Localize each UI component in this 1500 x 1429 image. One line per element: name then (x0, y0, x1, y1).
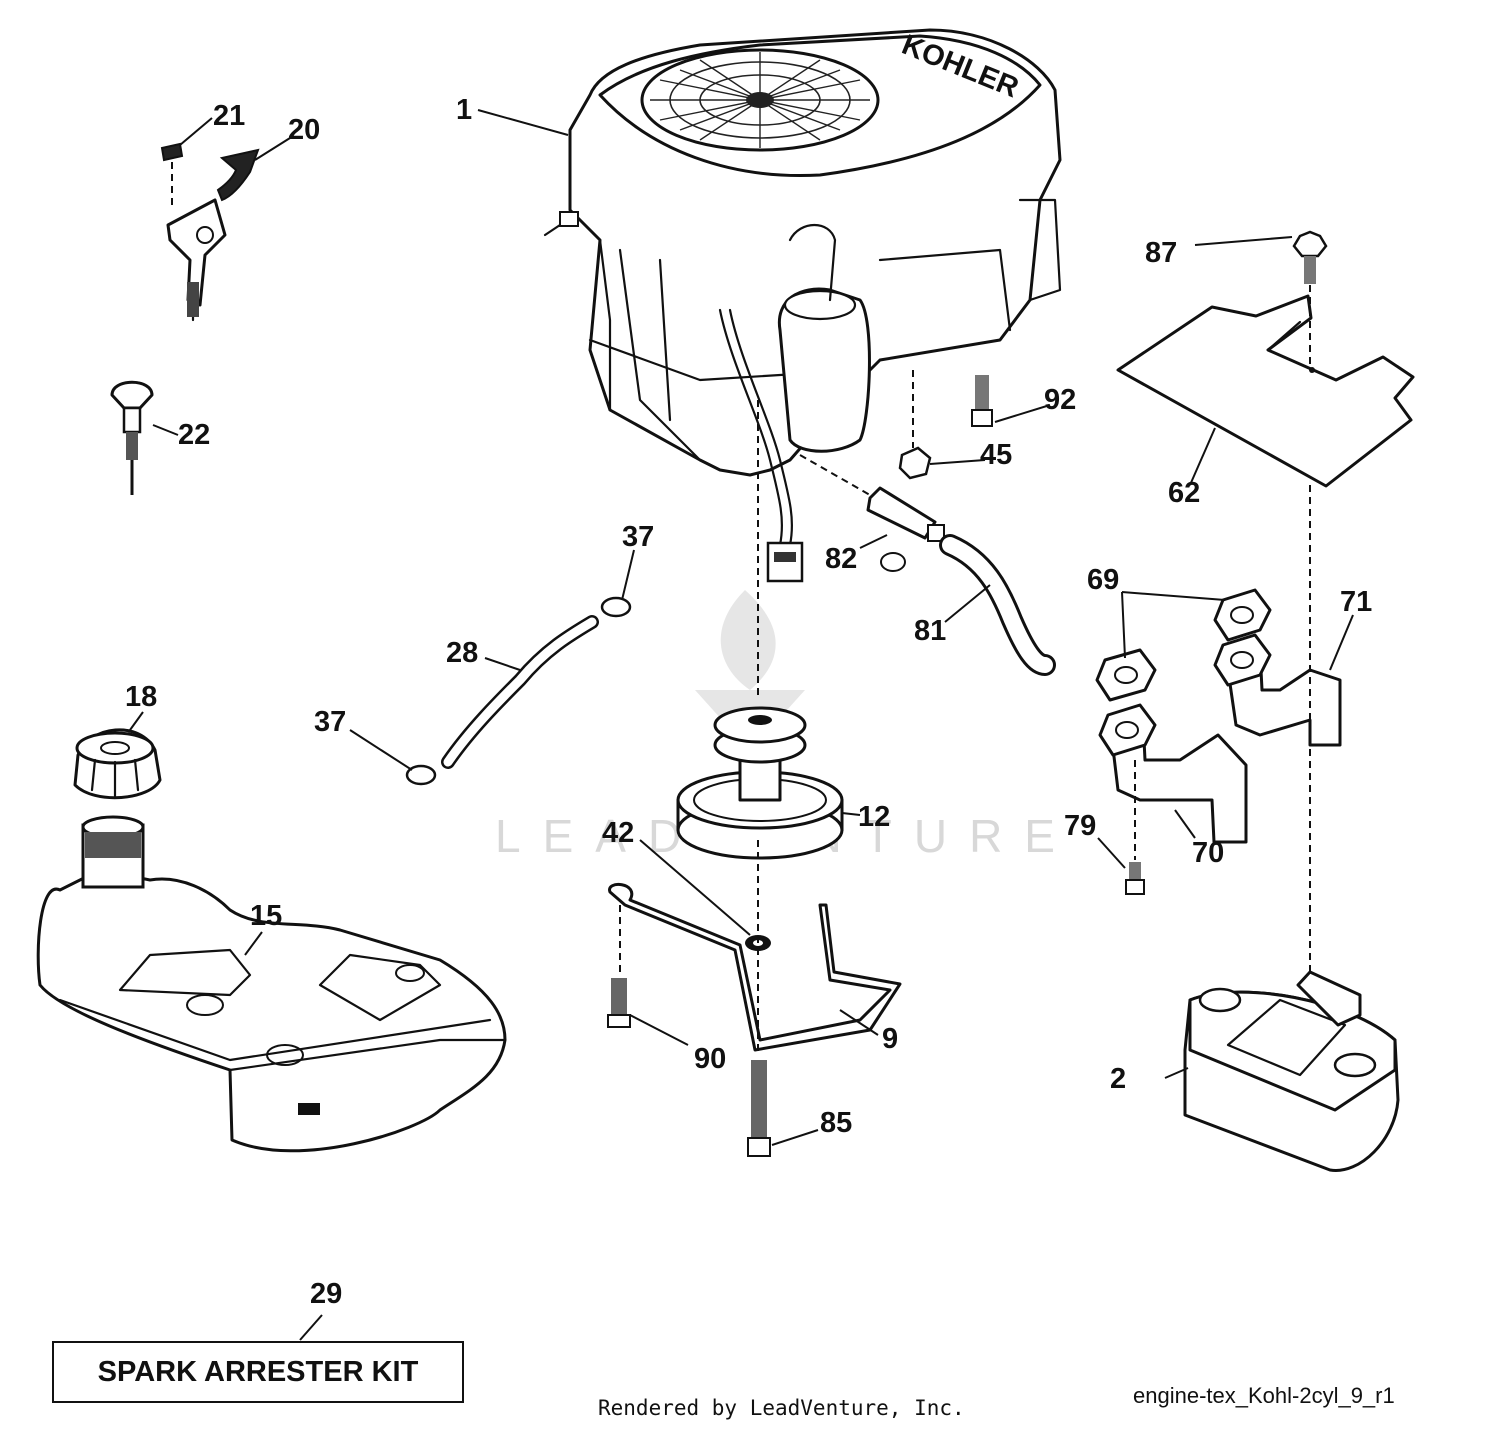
callout-81: 81 (914, 615, 946, 647)
fuel-cap (73, 728, 162, 800)
callout-70: 70 (1192, 837, 1224, 869)
callout-29: 29 (310, 1278, 342, 1310)
callout-92: 92 (1044, 384, 1076, 416)
callout-28: 28 (446, 637, 478, 669)
leader-lines (129, 109, 1354, 1341)
callout-37-upper: 37 (622, 521, 654, 553)
callout-12: 12 (858, 801, 890, 833)
callout-numbers: 1 2 9 12 15 18 20 21 22 28 29 37 37 42 4… (125, 94, 1372, 1310)
callout-87: 87 (1145, 237, 1177, 269)
fuel-filter (799, 454, 1056, 676)
callout-62: 62 (1168, 477, 1200, 509)
throttle-control (160, 142, 260, 322)
callout-9: 9 (882, 1023, 898, 1055)
diagram-id: engine-tex_Kohl-2cyl_9_r1 (1133, 1383, 1395, 1408)
callout-45: 45 (980, 439, 1012, 471)
callout-79: 79 (1064, 810, 1096, 842)
callout-15: 15 (250, 900, 282, 932)
callout-1: 1 (456, 94, 472, 126)
callout-18: 18 (125, 681, 157, 713)
pto-pulley (676, 706, 844, 860)
render-credit: Rendered by LeadVenture, Inc. (598, 1396, 965, 1420)
callout-21: 21 (213, 100, 245, 132)
callout-20: 20 (288, 114, 320, 146)
callout-82: 82 (825, 543, 857, 575)
callout-22: 22 (178, 419, 210, 451)
engine: KOHLER (543, 28, 1062, 583)
callout-85: 85 (820, 1107, 852, 1139)
callout-42: 42 (602, 817, 634, 849)
belt-guide (607, 400, 902, 1157)
heat-shield (1116, 230, 1415, 488)
spark-arrester-kit-label: SPARK ARRESTER KIT (52, 1341, 464, 1403)
fuel-tank (36, 815, 507, 1153)
callout-71: 71 (1340, 586, 1372, 618)
callout-2: 2 (1110, 1063, 1126, 1095)
choke-knob (110, 380, 154, 495)
callout-69: 69 (1087, 564, 1119, 596)
fuel-line (405, 596, 632, 786)
muffler (1183, 485, 1400, 1172)
callout-90: 90 (694, 1043, 726, 1075)
callout-37-lower: 37 (314, 706, 346, 738)
mount-hardware (898, 370, 993, 480)
exhaust-pipes (1095, 588, 1342, 895)
